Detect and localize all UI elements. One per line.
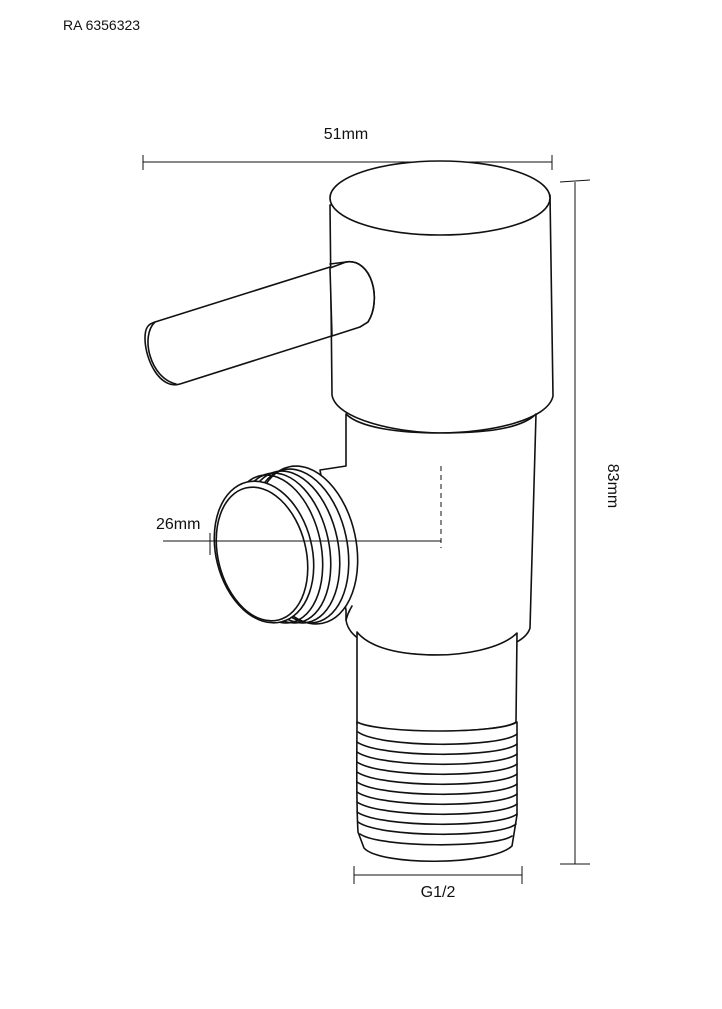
product-code: RA 6356323 (63, 17, 140, 33)
height-dimension-tick-top (559, 179, 591, 183)
outlet-diameter-dimension: 26mm (156, 466, 442, 555)
height-dimension-label: 83mm (604, 464, 621, 508)
height-dimension: 83mm (559, 179, 621, 865)
width-dimension-label: 51mm (324, 126, 368, 143)
threaded-inlet (355, 721, 518, 863)
width-dimension: 51mm (142, 126, 553, 170)
thread-dimension-label: G1/2 (421, 884, 456, 901)
thread-dimension: G1/2 (353, 866, 523, 901)
side-outlet (213, 465, 359, 625)
valve-cap (329, 160, 554, 434)
outlet-diameter-label: 26mm (156, 516, 200, 533)
